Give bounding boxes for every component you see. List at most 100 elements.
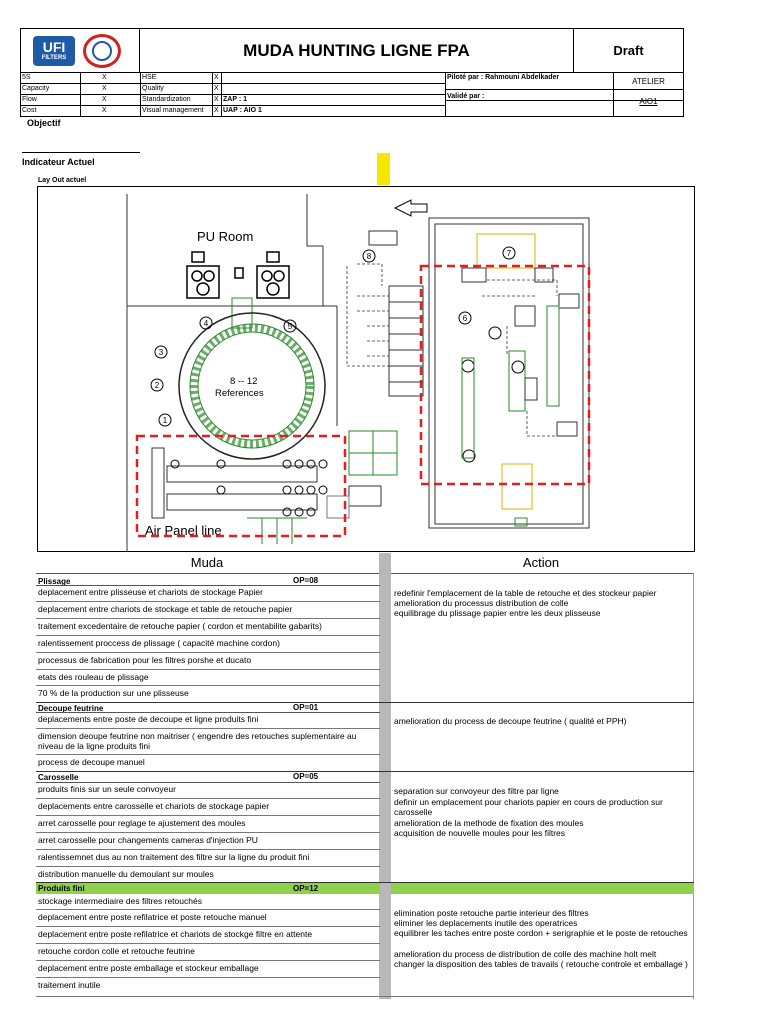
station-6-number: 6 (463, 314, 468, 323)
produits-muda-4: retouche cordon colle et retouche feutri… (38, 946, 195, 956)
carosselle-muda-5: ralentissemnet dus au non traitement des… (38, 852, 310, 862)
improvement-zones (135, 264, 591, 538)
indicateur-label: Indicateur Actuel (22, 157, 95, 167)
plissage-action-3: equilibrage du plissage papier entre les… (394, 608, 601, 618)
table-top-rule (36, 573, 694, 574)
conveyor-racks (348, 230, 424, 507)
air-panel-stations (170, 459, 328, 517)
plissage-action-1: redefinir l'emplacement de la table de r… (394, 588, 657, 598)
zap-value: ZAP : 1 (223, 96, 247, 103)
decoupe-muda-2: dimension deoupe feutrine non maitriser … (38, 731, 357, 751)
produits-fini-band (36, 883, 380, 894)
produits-action-3: equilibrer les taches entre poste cordon… (394, 928, 688, 938)
carosselle-muda-3: arret carosselle pour reglage te ajustem… (38, 818, 246, 828)
carosselle-action-2: definir un emplacement pour chariots pap… (394, 797, 663, 817)
produits-muda-6: traitement inutile (38, 980, 101, 990)
criteria-capacity-label: Capacity (22, 85, 50, 92)
decoupe-muda-3: process de decoupe manuel (38, 757, 145, 767)
criteria-standardization-label: Standardization (142, 96, 191, 103)
decoupe-action-1: amelioration du process de decoupe feutr… (394, 716, 627, 726)
layout-frame (37, 186, 695, 552)
atelier-value: AIO1 (639, 97, 658, 106)
station-3-number: 3 (159, 348, 164, 357)
section-plissage-title: Plissage (38, 577, 71, 586)
section-produits-op: OP=12 (293, 884, 319, 893)
carosselle-action-1: separation sur convoyeur des filtre par … (394, 786, 559, 796)
station-8-number: 8 (367, 252, 372, 261)
air-panel-equipment (151, 447, 318, 519)
section-decoupe-op: OP=01 (293, 703, 319, 712)
green-storage (247, 430, 398, 544)
muda-column-header: Muda (190, 555, 224, 570)
validated-field: Validé par : (447, 93, 485, 100)
yellow-marker (377, 153, 390, 185)
layout-drawing: PU Room 8 -- 12 References 1 2 3 (126, 194, 591, 552)
layout-label: Lay Out actuel (38, 177, 87, 184)
criteria-hse-label: HSE (142, 74, 157, 81)
produits-fini-band-right (391, 883, 694, 894)
station-4-number: 4 (204, 319, 209, 328)
references-count: 8 -- 12 (230, 376, 257, 387)
criteria-5s-label: 5S (22, 74, 31, 81)
station-5-number: 5 (288, 322, 293, 331)
station-2-number: 2 (155, 381, 160, 390)
carousel (178, 312, 326, 460)
plissage-muda-1: deplacement entre plisseuse et chariots … (38, 587, 263, 597)
atelier-label: ATELIER (632, 77, 665, 86)
carosselle-muda-4: arret carosselle pour changements camera… (38, 835, 258, 845)
table-right-edge (693, 573, 694, 999)
plissage-muda-5: processus de fabrication pour les filtre… (38, 655, 252, 665)
produits-action-4: amelioration du process de distribution … (394, 949, 657, 959)
ufi-logo-text: UFI (42, 39, 66, 55)
produits-muda-2: deplacement entre poste refilatrice et p… (38, 912, 267, 922)
section-produits-title: Produits fini (38, 884, 85, 893)
produits-muda-1: stockage intermediaire des filtres retou… (38, 896, 202, 906)
criteria-cost-label: Cost (22, 107, 37, 114)
ufi-logo-subtext: FILTERS (41, 55, 67, 61)
criteria-flow-label: Flow (22, 96, 37, 103)
produits-action-2: eliminer les deplacements inutile des op… (394, 918, 578, 928)
page-title: MUDA HUNTING LIGNE FPA (243, 41, 470, 60)
section-carosselle-title: Carosselle (38, 773, 79, 782)
produits-muda-5: deplacement entre poste emballage et sto… (38, 963, 259, 973)
criteria-capacity-mark: X (102, 85, 107, 92)
status-cell: Draft (573, 28, 684, 73)
status-label: Draft (613, 43, 644, 58)
criteria-cost-mark: X (102, 107, 107, 114)
plissage-muda-7: 70 % de la production sur une plisseuse (38, 688, 189, 698)
plissage-muda-2: deplacement entre chariots de stockage e… (38, 604, 293, 614)
pilot-field: Piloté par : Rahmouni Abdelkader (447, 74, 560, 81)
pu-machines (186, 251, 290, 299)
pu-room-label: PU Room (197, 229, 253, 244)
plissage-muda-3: traitement excedentaire de retouche papi… (38, 621, 322, 631)
section-decoupe-title: Decoupe feutrine (38, 704, 104, 713)
produits-action-5: changer la disposition des tables de tra… (394, 959, 688, 969)
ufi-logo: UFI FILTERS (33, 36, 75, 66)
section-carosselle-op: OP=05 (293, 772, 319, 781)
criteria-5s-mark: X (102, 74, 107, 81)
title-cell: MUDA HUNTING LIGNE FPA (139, 28, 574, 73)
carosselle-muda-2: deplacements entre carosselle et chariot… (38, 801, 270, 811)
produits-muda-3: deplacement entre poste refilatrice et c… (38, 929, 313, 939)
carosselle-muda-1: produits finis sur un seule convoyeur (38, 784, 176, 794)
criteria-quality-mark: X (214, 85, 219, 92)
plissage-action-2: amelioration du processus distribution d… (394, 598, 569, 608)
criteria-hse-mark: X (214, 74, 219, 81)
decoupe-muda-1: deplacements entre poste de decoupe et l… (38, 714, 259, 724)
section-plissage-op: OP=08 (293, 576, 319, 585)
carosselle-action-3: amelioration de la methode de fixation d… (394, 818, 584, 828)
finishing-line (461, 233, 580, 527)
station-7-number: 7 (507, 249, 512, 258)
references-label: References (215, 388, 264, 399)
logo-cell: UFI FILTERS (20, 28, 140, 73)
carosselle-action-4: acquisition de nouvelle moules pour les … (394, 828, 566, 838)
plissage-muda-4: ralentissement proccess de plissage ( ca… (38, 638, 280, 648)
objectif-label: Objectif (27, 118, 61, 128)
plissage-muda-6: etats des rouleau de plissage (38, 672, 149, 682)
station-markers (150, 246, 525, 463)
carosselle-muda-6: distribution manuelle du demoulant sur m… (38, 869, 214, 879)
criteria-visual-label: Visual management (142, 107, 204, 114)
produits-action-1: elimination poste retouche partie interi… (394, 908, 589, 918)
action-column-header: Action (522, 555, 560, 570)
criteria-standardization-mark: X (214, 96, 219, 103)
